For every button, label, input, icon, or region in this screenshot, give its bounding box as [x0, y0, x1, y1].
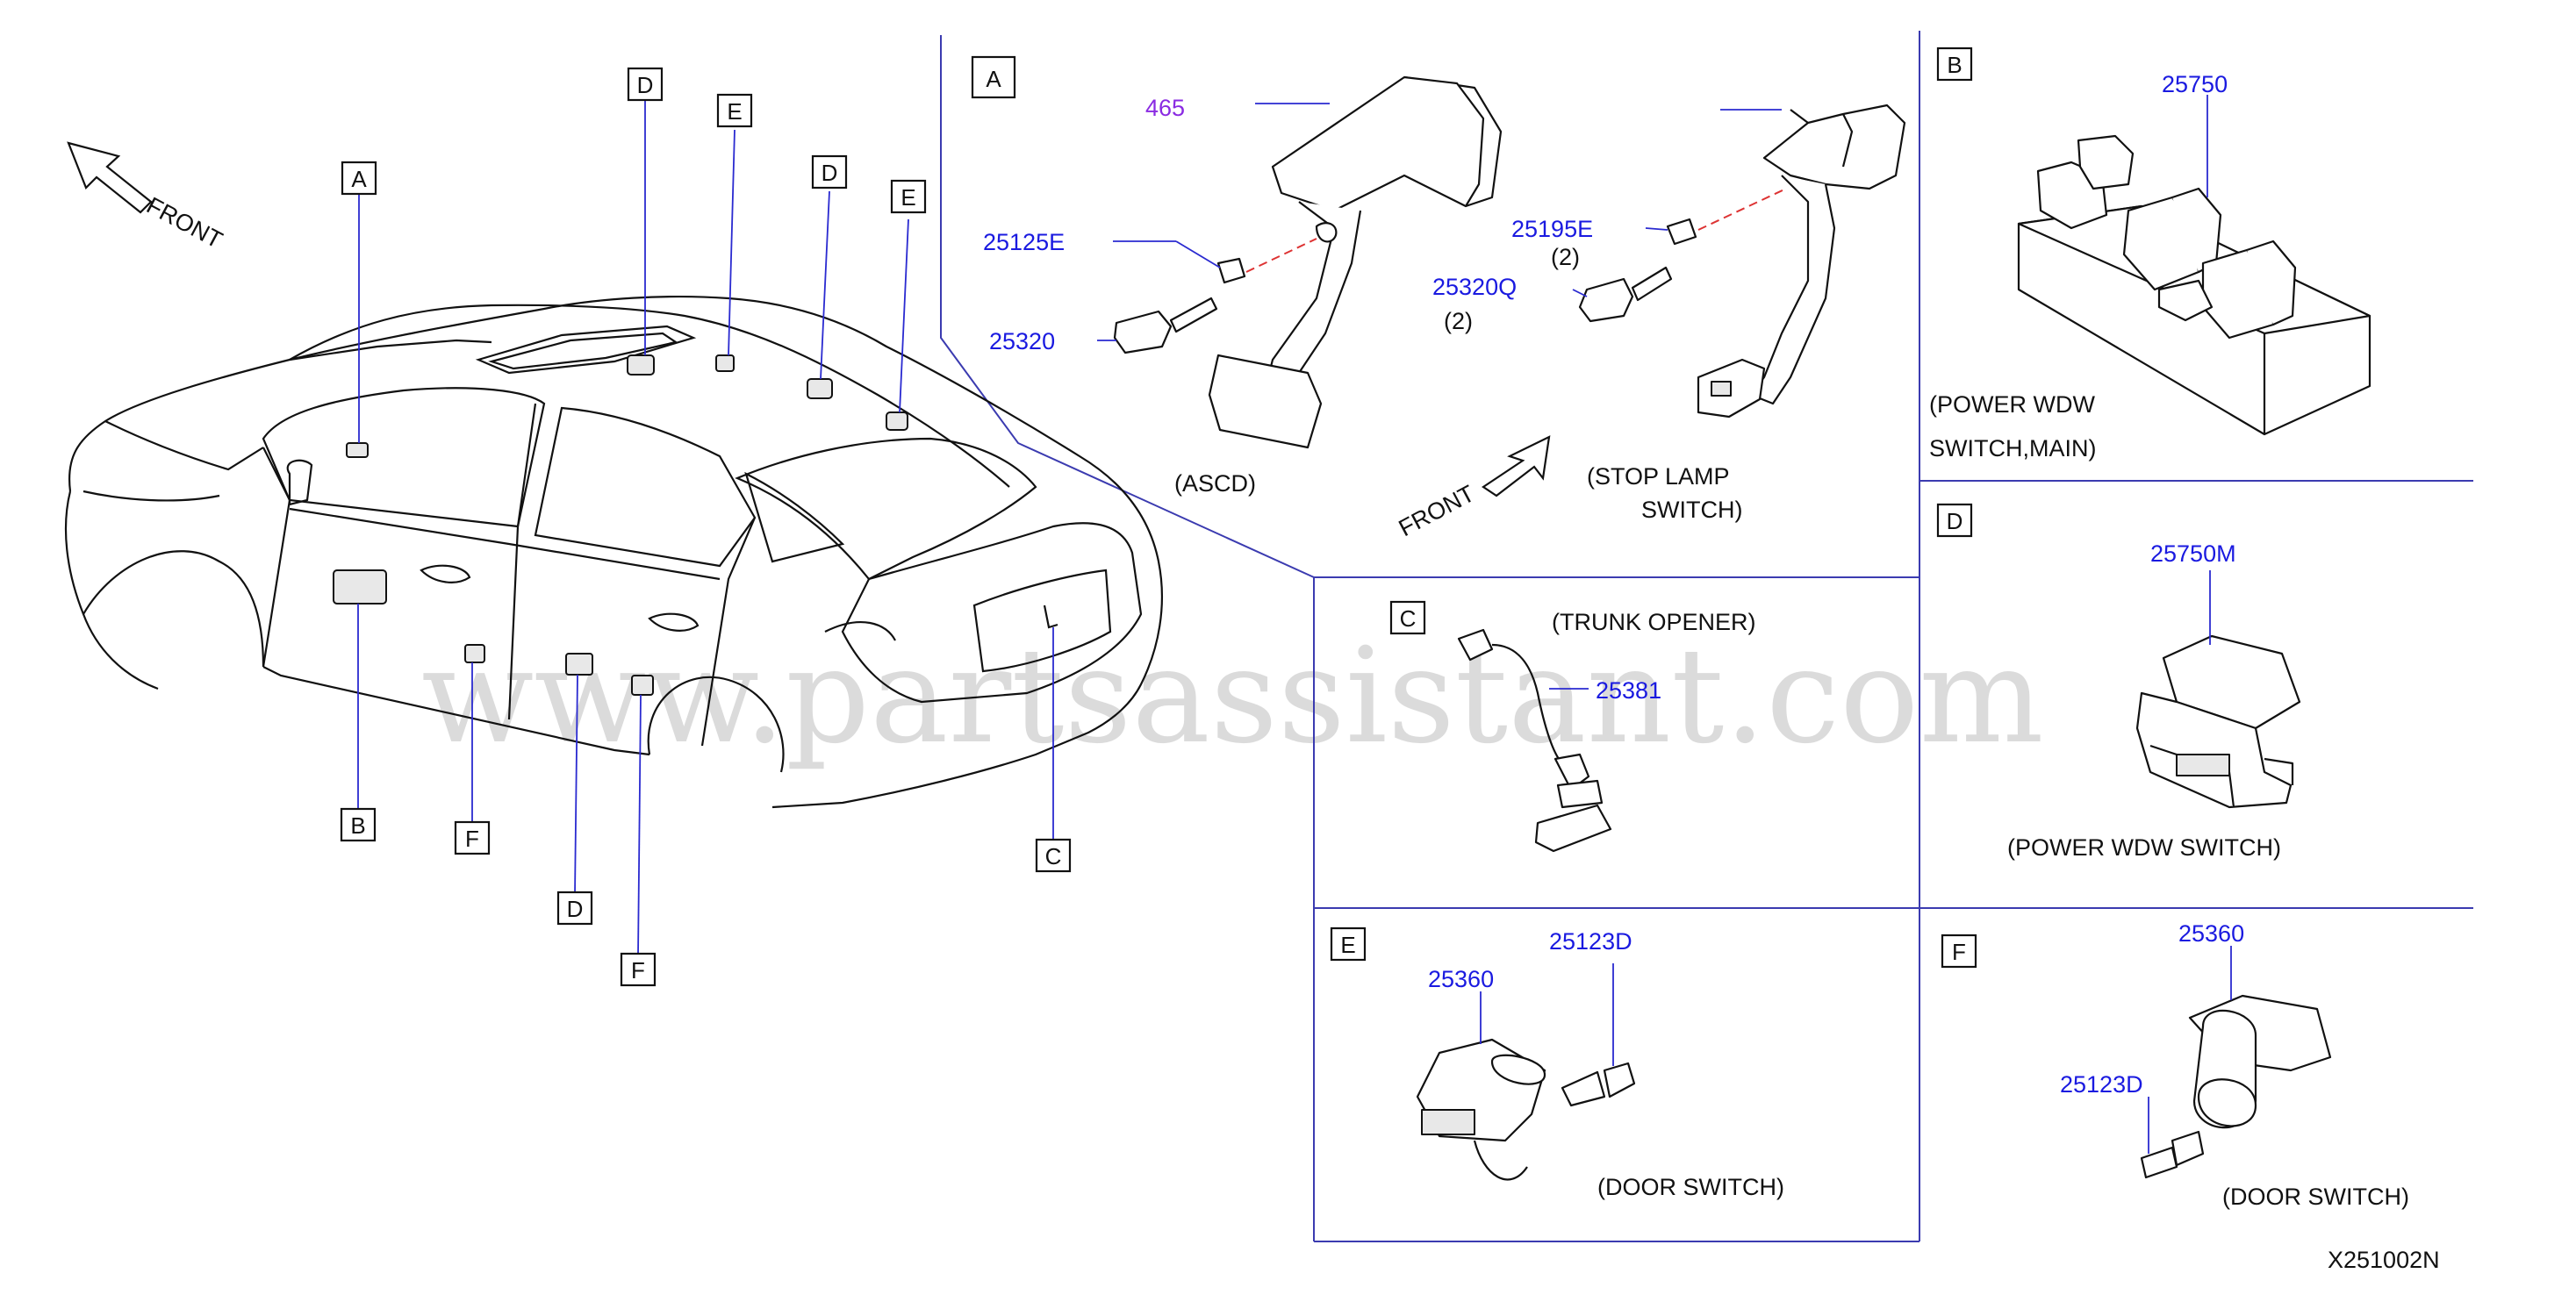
callout-d-overview-3: D	[556, 891, 593, 926]
power-window-switch-illustration	[2135, 634, 2301, 809]
panel-separators	[940, 31, 2473, 1242]
part-25195e-qty: (2)	[1551, 244, 1580, 270]
overview-front-label: FRONT	[142, 192, 226, 254]
panel-a: A	[971, 55, 1906, 541]
callout-d-overview-2: D	[811, 154, 848, 190]
car-switch-b-marker	[333, 569, 387, 604]
panel-a-label: A	[971, 55, 1016, 99]
svg-text:A: A	[351, 166, 367, 192]
trunk-opener-illustration	[1457, 628, 1612, 853]
ascd-pedal-illustration	[1113, 75, 1503, 449]
part-25195e: 25195E	[1511, 216, 1593, 242]
svg-text:E: E	[901, 184, 915, 211]
caption-ascd: (ASCD)	[1174, 470, 1256, 497]
svg-text:A: A	[986, 66, 1001, 92]
callout-f-overview-1: F	[454, 820, 491, 855]
callout-c-overview: C	[1035, 838, 1072, 873]
panel-c-label: C	[1389, 600, 1426, 635]
front-arrow-icon	[67, 141, 153, 214]
overview-callout-leaders	[357, 99, 1054, 957]
svg-text:D: D	[637, 72, 654, 98]
part-25750: 25750	[2162, 71, 2228, 97]
caption-door-switch-e: (DOOR SWITCH)	[1597, 1174, 1784, 1200]
callout-f-overview-2: F	[620, 952, 657, 987]
part-25381: 25381	[1596, 677, 1661, 704]
caption-trunk-opener: (TRUNK OPENER)	[1552, 609, 1756, 635]
panel-a-front-arrow-icon	[1482, 435, 1551, 497]
part-25123d-f: 25123D	[2060, 1071, 2143, 1098]
svg-text:D: D	[567, 896, 584, 922]
part-25360-f: 25360	[2178, 920, 2244, 947]
svg-text:B: B	[1947, 52, 1962, 78]
main-power-window-switch-illustration	[2017, 134, 2371, 436]
svg-text:E: E	[1340, 932, 1355, 958]
callout-d-overview-1: D	[627, 67, 664, 102]
svg-text:C: C	[1400, 605, 1417, 632]
part-25320q-qty: (2)	[1444, 308, 1473, 334]
caption-main-switch-1: (POWER WDW	[1929, 391, 2095, 418]
panel-b: B 25750 (POWER WDW SWITCH,MAIN)	[1929, 46, 2371, 461]
part-25750m: 25750M	[2150, 540, 2236, 567]
part-465: 465	[1145, 95, 1185, 121]
watermark-text: www.partsassistant.com	[421, 620, 2044, 773]
svg-text:F: F	[631, 957, 645, 984]
caption-door-switch-f: (DOOR SWITCH)	[2222, 1184, 2409, 1210]
part-25320q: 25320Q	[1432, 274, 1517, 300]
door-switch-f-illustration	[2140, 994, 2332, 1179]
stop-lamp-pedal-illustration	[1578, 104, 1906, 418]
svg-text:D: D	[1947, 508, 1963, 534]
svg-text:B: B	[350, 812, 365, 839]
panel-b-label: B	[1936, 46, 1973, 82]
part-25360-e: 25360	[1428, 966, 1494, 992]
panel-c: C 25381 (TRUNK OPENER)	[1389, 600, 1756, 853]
caption-stop-lamp-1: (STOP LAMP	[1587, 463, 1730, 490]
panel-d-label: D	[1936, 503, 1973, 538]
callout-b-overview: B	[340, 807, 377, 842]
svg-text:F: F	[1952, 939, 1966, 965]
svg-text:D: D	[822, 160, 838, 186]
callout-a-overview: A	[341, 161, 377, 196]
part-25125e: 25125E	[983, 229, 1065, 255]
svg-text:C: C	[1045, 843, 1062, 869]
panel-a-front-label: FRONT	[1395, 480, 1479, 541]
diagram-code: X251002N	[2328, 1247, 2440, 1273]
panel-f-label: F	[1941, 934, 1977, 969]
callout-e-overview-1: E	[716, 93, 753, 128]
part-25320: 25320	[989, 328, 1055, 354]
svg-text:E: E	[727, 98, 742, 125]
panel-e-label: E	[1330, 926, 1367, 962]
panel-f: F 25360 25123D (DOOR SWITCH)	[1941, 920, 2409, 1210]
door-switch-e-illustration	[1416, 1038, 1636, 1181]
panel-e: E 25360 25123D (DOOR SWITCH)	[1330, 926, 1784, 1200]
caption-power-window-switch: (POWER WDW SWITCH)	[2007, 834, 2281, 861]
caption-main-switch-2: SWITCH,MAIN)	[1929, 435, 2096, 461]
callout-e-overview-2: E	[890, 179, 927, 214]
car-overview: FRONT	[64, 67, 1163, 987]
caption-stop-lamp-2: SWITCH)	[1641, 497, 1742, 523]
svg-text:F: F	[465, 826, 479, 852]
part-25123d-e: 25123D	[1549, 928, 1632, 955]
panel-d: D 25750M (POWER WDW SWITCH)	[1936, 503, 2301, 861]
